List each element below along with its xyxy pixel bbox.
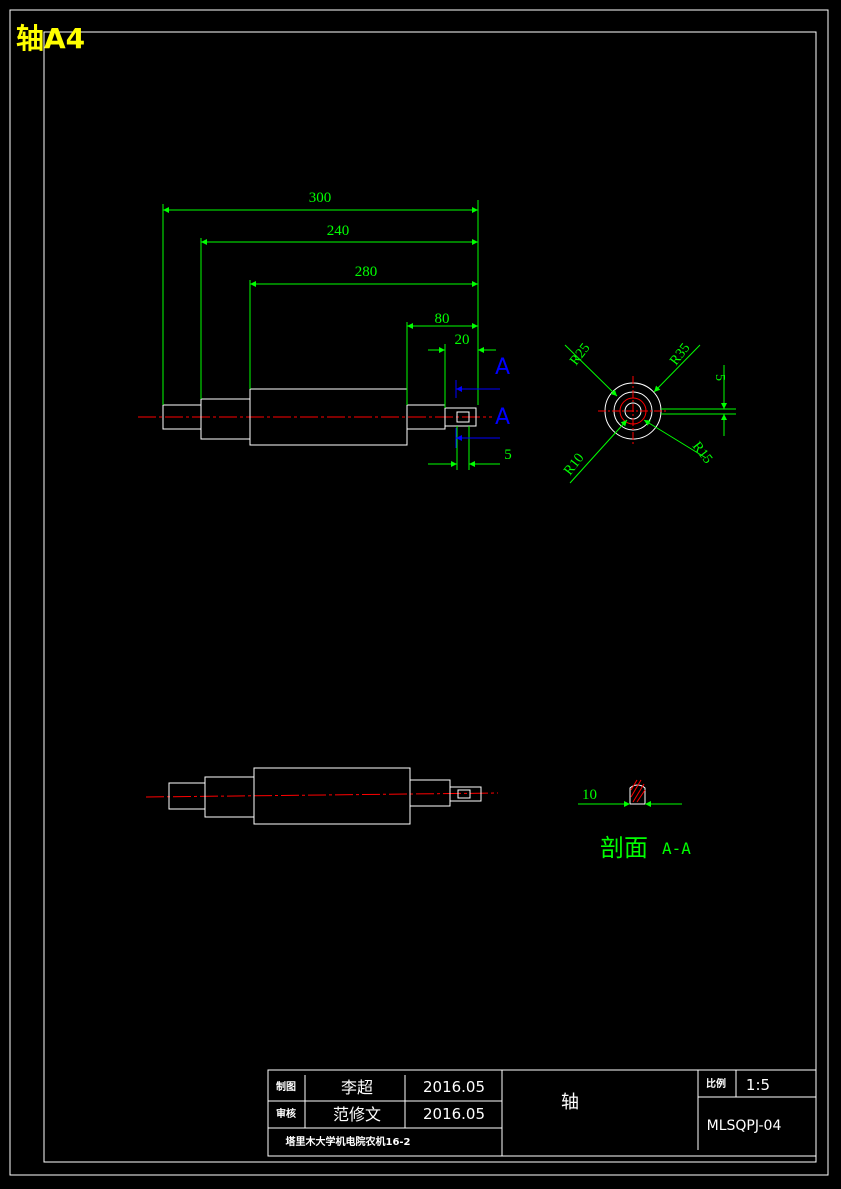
tb-drawing-no: MLSQPJ-04	[707, 1118, 782, 1134]
tb-role-reviewer: 审核	[276, 1107, 296, 1120]
dim-fifth: 20	[455, 332, 470, 348]
section-name: A-A	[662, 839, 691, 858]
dim-third: 280	[355, 264, 378, 280]
section-title: 剖面	[600, 834, 648, 862]
tb-date-reviewer: 2016.05	[423, 1105, 485, 1123]
shaft-front-outline	[162, 388, 477, 446]
tb-date-drafter: 2016.05	[423, 1078, 485, 1096]
end-view: R25 R35 R10 R15 5	[561, 341, 736, 484]
radius-r25: R25	[567, 341, 593, 369]
bottom-view	[145, 767, 499, 825]
tb-scale-label: 比例	[706, 1077, 726, 1090]
section-letter-bottom: A	[495, 405, 510, 430]
radius-r10: R10	[561, 451, 587, 479]
section-dim: 10	[582, 787, 597, 803]
dim-offset: 5	[712, 374, 727, 381]
sheet-label: 轴A4	[16, 22, 85, 55]
inner-border	[43, 31, 817, 1163]
dimension-lines-front	[163, 207, 500, 467]
tb-reviewer: 范修文	[333, 1105, 381, 1124]
front-view: 300 240 280 80 20 5 A A	[138, 190, 512, 470]
section-letter-top: A	[495, 355, 510, 380]
tb-drafter: 李超	[341, 1078, 373, 1097]
title-block	[267, 1069, 817, 1157]
tb-school: 塔里木大学机电院农机16-2	[285, 1135, 410, 1148]
tb-scale: 1:5	[746, 1076, 770, 1094]
tb-part-name: 轴	[561, 1092, 579, 1113]
dim-second: 240	[327, 223, 350, 239]
centerline-bottom	[145, 792, 499, 798]
dim-keyway-width: 5	[504, 447, 512, 463]
radius-r35: R35	[667, 341, 693, 369]
dim-fourth: 80	[435, 311, 450, 327]
tb-role-drafter: 制图	[276, 1080, 296, 1093]
section-view: 10 剖面 A-A	[578, 779, 691, 862]
radius-r15: R15	[689, 439, 715, 467]
section-marker	[455, 380, 500, 448]
dim-overall: 300	[309, 190, 332, 206]
outer-border	[9, 9, 829, 1176]
